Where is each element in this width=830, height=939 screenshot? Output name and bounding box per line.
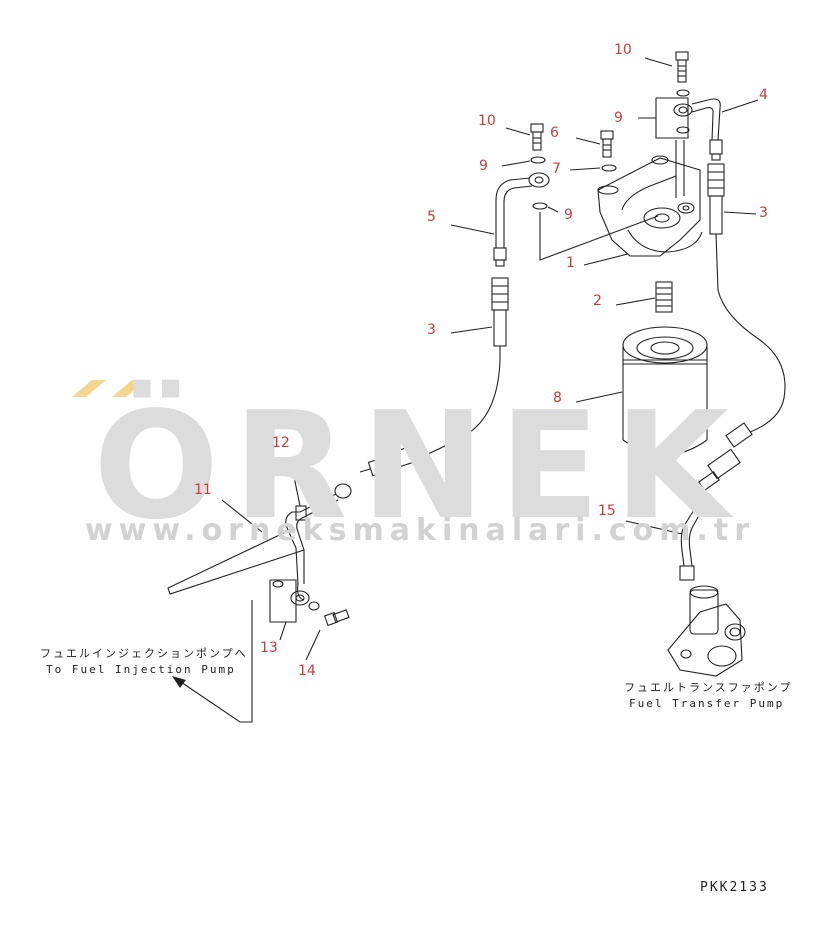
leader-1 (583, 253, 629, 266)
watermark-brand: ÖRNEK (93, 380, 743, 552)
callout-3-left: 3 (427, 322, 436, 338)
callout-13: 13 (260, 640, 278, 656)
injection-pump-label-en: To Fuel Injection Pump (46, 663, 236, 676)
leader-3a (450, 326, 493, 334)
leader-10a (644, 57, 673, 67)
callout-8: 8 (553, 390, 562, 406)
callout-9-left: 9 (479, 158, 488, 174)
leader-9c (547, 206, 559, 213)
bolt-10-top (675, 51, 689, 83)
callout-4: 4 (759, 87, 768, 103)
leader-3b (723, 211, 757, 215)
leader-9b (501, 160, 531, 167)
injection-arrow-line (177, 600, 253, 723)
filter-head-1 (597, 140, 703, 257)
callout-15: 15 (598, 503, 616, 519)
leader-6 (575, 137, 601, 145)
leader-15 (625, 520, 683, 535)
fuel-transfer-pump (667, 585, 746, 677)
callout-12: 12 (272, 435, 290, 451)
callout-2: 2 (593, 293, 602, 309)
callout-9-mid: 9 (564, 207, 573, 223)
leader-5 (450, 224, 495, 235)
callout-7: 7 (552, 161, 561, 177)
filter-cartridge-8 (622, 326, 708, 456)
leader-11 (221, 499, 263, 533)
watermark-url: www.orneksmakinalari.com.tr (84, 513, 756, 548)
callout-3-right: 3 (759, 205, 768, 221)
transfer-pump-label-jp: フュエルトランスファポンプ (624, 681, 793, 694)
callout-11: 11 (194, 482, 212, 498)
leader-10b (505, 127, 531, 136)
leader-12 (290, 461, 301, 507)
callout-14: 14 (298, 663, 316, 679)
callout-5: 5 (427, 209, 436, 225)
leader-14 (305, 629, 321, 661)
callout-10-left: 10 (478, 113, 496, 129)
leader-8 (575, 391, 623, 403)
injection-pump-label-jp: フュエルインジェクションポンプへ (40, 647, 248, 660)
drawing-code: PKK2133 (700, 880, 769, 895)
callout-1: 1 (566, 255, 575, 271)
injection-arrow-head (172, 676, 186, 688)
callout-6: 6 (550, 125, 559, 141)
callout-9-top: 9 (614, 110, 623, 126)
leader-7 (569, 167, 601, 171)
leader-4 (721, 99, 759, 113)
callout-10-top: 10 (614, 42, 632, 58)
transfer-pump-label-en: Fuel Transfer Pump (629, 697, 785, 710)
leader-13 (279, 621, 287, 641)
leader-2 (615, 297, 656, 306)
